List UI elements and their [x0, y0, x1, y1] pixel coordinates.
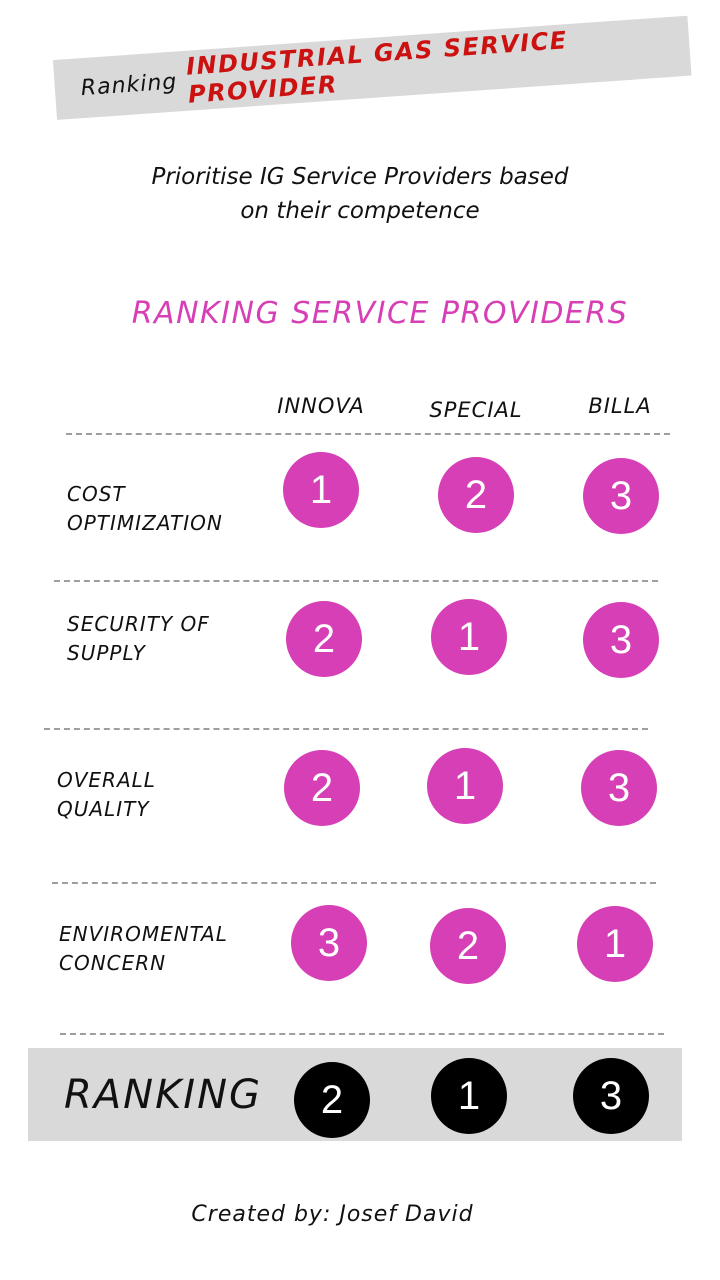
final-ranking-label: RANKING: [64, 1072, 263, 1118]
criterion-label-line: QUALITY: [57, 797, 150, 821]
criterion-label-line: SECURITY OF: [67, 612, 210, 636]
rank-badge: 2: [286, 601, 362, 677]
final-rank-badge: 3: [573, 1058, 649, 1134]
banner-prefix: Ranking: [80, 68, 179, 101]
rank-badge: 1: [577, 906, 653, 982]
rank-badge: 1: [431, 599, 507, 675]
column-header-special: SPECIAL: [429, 398, 523, 422]
rank-badge: 3: [581, 750, 657, 826]
rank-badge: 2: [430, 908, 506, 984]
subtitle-line-1: Prioritise IG Service Providers based: [151, 164, 569, 190]
section-title: RANKING SERVICE PROVIDERS: [131, 296, 629, 331]
criterion-label-line: OVERALL: [57, 768, 156, 792]
rank-badge: 3: [583, 458, 659, 534]
column-header-innova: INNOVA: [277, 394, 365, 418]
criterion-label: ENVIROMENTAL CONCERN: [59, 920, 259, 978]
rank-badge: 2: [284, 750, 360, 826]
subtitle-line-2: on their competence: [240, 198, 480, 224]
divider: [52, 882, 656, 884]
criterion-label-line: COST: [67, 482, 126, 506]
banner-title: INDUSTRIAL GAS SERVICE PROVIDER: [185, 26, 569, 109]
rank-badge: 1: [283, 452, 359, 528]
divider: [60, 1033, 664, 1035]
final-rank-badge: 2: [294, 1062, 370, 1138]
criterion-label: COST OPTIMIZATION: [67, 480, 267, 538]
rank-badge: 3: [291, 905, 367, 981]
criterion-label: OVERALL QUALITY: [57, 766, 257, 824]
subtitle: Prioritise IG Service Providers based on…: [0, 160, 720, 228]
criterion-label-line: SUPPLY: [67, 641, 146, 665]
divider: [66, 433, 670, 435]
rank-badge: 1: [427, 748, 503, 824]
criterion-label: SECURITY OF SUPPLY: [67, 610, 267, 668]
column-header-billa: BILLA: [588, 394, 652, 418]
divider: [54, 580, 658, 582]
criterion-label-line: ENVIROMENTAL: [59, 922, 228, 946]
rank-badge: 2: [438, 457, 514, 533]
divider: [44, 728, 648, 730]
rank-badge: 3: [583, 602, 659, 678]
criterion-label-line: OPTIMIZATION: [67, 511, 223, 535]
author-credit: Created by: Josef David: [191, 1202, 474, 1227]
criterion-label-line: CONCERN: [59, 951, 167, 975]
title-banner: Ranking INDUSTRIAL GAS SERVICE PROVIDER: [52, 15, 692, 120]
final-rank-badge: 1: [431, 1058, 507, 1134]
